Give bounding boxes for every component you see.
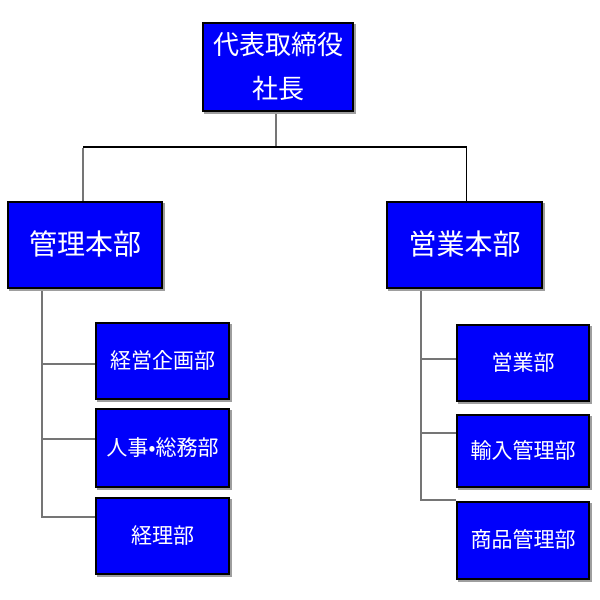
node-product-management-dept-label: 商品管理部 bbox=[470, 529, 576, 552]
node-product-management-dept: 商品管理部 bbox=[456, 501, 590, 580]
connector-left-division-drop bbox=[82, 148, 84, 201]
node-accounting-dept-label: 経理部 bbox=[131, 524, 194, 548]
node-hr-general-affairs-dept: 人事・総務部 bbox=[95, 408, 230, 488]
node-accounting-dept: 経理部 bbox=[95, 497, 230, 575]
node-sales-division: 営業本部 bbox=[386, 201, 543, 289]
node-admin-division: 管理本部 bbox=[7, 201, 163, 289]
connector-stub-sales-dept bbox=[420, 358, 456, 360]
node-president: 代表取締役 社長 bbox=[202, 22, 354, 112]
node-import-management-dept-label: 輸入管理部 bbox=[470, 439, 576, 463]
connector-left-subtree-vertical bbox=[41, 289, 43, 518]
node-corporate-planning-dept: 経営企画部 bbox=[95, 322, 230, 400]
node-sales-dept-label: 営業部 bbox=[491, 351, 555, 375]
connector-stub-accounting bbox=[41, 516, 95, 518]
connector-root-drop bbox=[275, 112, 277, 147]
connector-stub-corporate-planning bbox=[41, 363, 95, 365]
node-sales-dept: 営業部 bbox=[456, 324, 590, 402]
node-hr-general-affairs-dept-label: 人事・総務部 bbox=[106, 436, 219, 460]
connector-stub-hr-general-affairs bbox=[41, 438, 95, 440]
node-import-management-dept: 輸入管理部 bbox=[456, 414, 590, 488]
node-sales-division-label: 営業本部 bbox=[408, 229, 521, 260]
node-president-label-line1: 代表取締役 bbox=[212, 30, 343, 60]
node-admin-division-label: 管理本部 bbox=[28, 229, 141, 260]
connector-main-horizontal bbox=[83, 146, 467, 148]
connector-stub-product-management bbox=[420, 499, 456, 501]
connector-right-division-drop bbox=[466, 148, 467, 201]
node-corporate-planning-dept-label: 経営企画部 bbox=[110, 349, 215, 373]
connector-stub-import-management bbox=[420, 432, 456, 434]
node-president-label-line2: 社長 bbox=[251, 74, 304, 104]
connector-right-subtree-vertical bbox=[420, 289, 422, 501]
